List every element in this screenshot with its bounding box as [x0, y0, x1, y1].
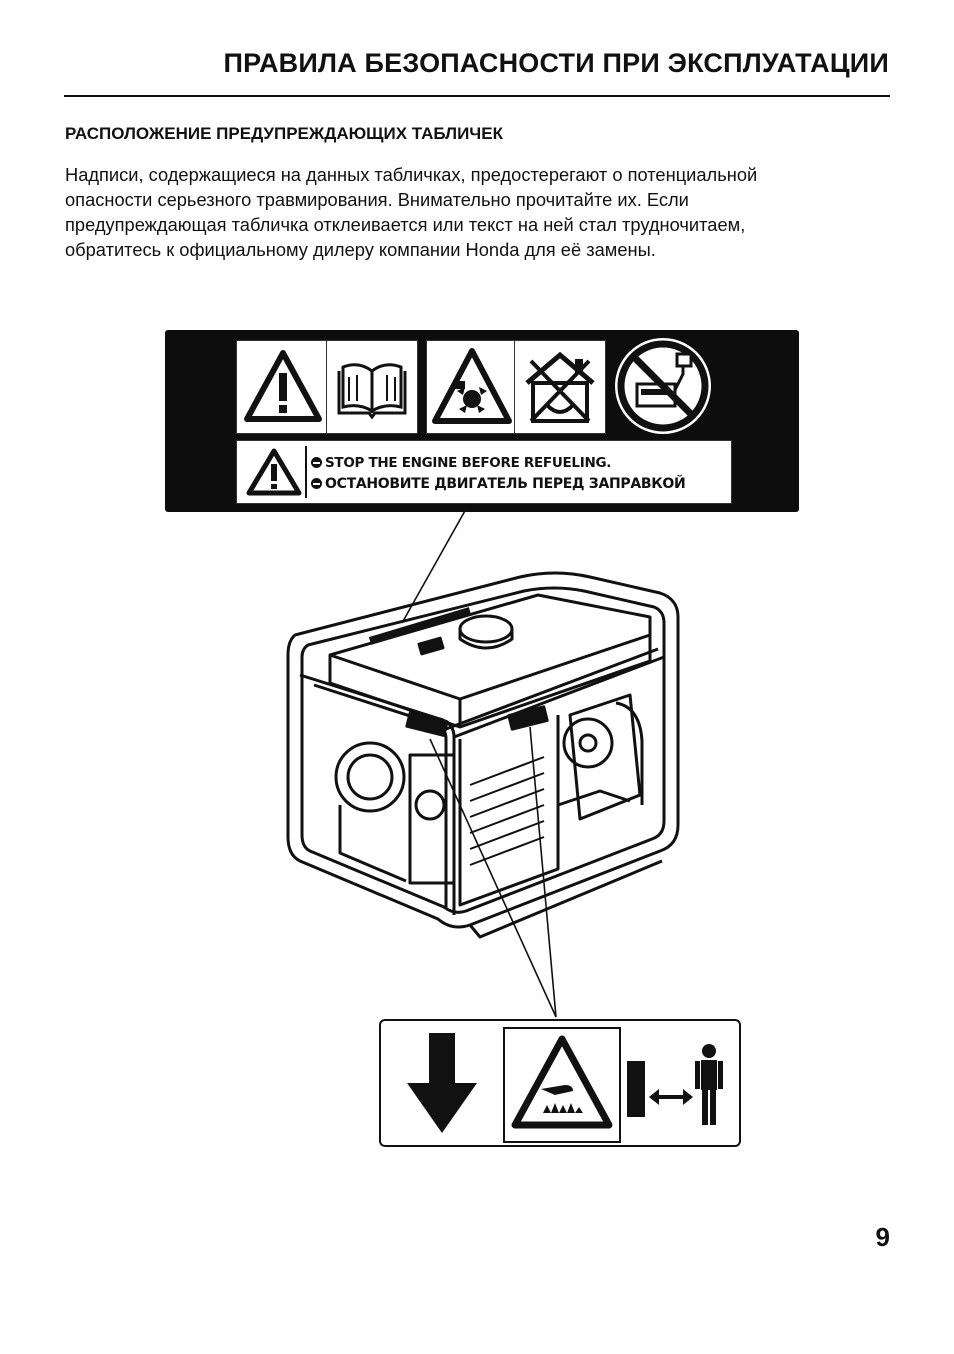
explosion-hazard-icon	[426, 340, 518, 434]
refuel-warning-text-en: STOP THE ENGINE BEFORE REFUELING.	[311, 455, 611, 471]
stop-bullet-icon	[311, 457, 322, 468]
page-header-title: ПРАВИЛА БЕЗОПАСНОСТИ ПРИ ЭКСПЛУАТАЦИИ	[223, 48, 889, 78]
warning-icon	[236, 340, 330, 434]
page-number: 9	[875, 1222, 890, 1252]
manual-book-icon	[326, 340, 418, 434]
warning-en-label: STOP THE ENGINE BEFORE REFUELING.	[325, 455, 612, 471]
warning-icon	[243, 446, 307, 498]
generator-illustration	[286, 508, 680, 1018]
no-cable-connection-icon	[611, 334, 715, 438]
refuel-warning-text-ru: ОСТАНОВИТЕ ДВИГАТЕЛЬ ПЕРЕД ЗАПРАВКОЙ	[311, 476, 686, 492]
no-indoor-use-icon	[514, 340, 606, 434]
keep-distance-icon	[621, 1027, 733, 1139]
body-line: предупреждающая табличка отклеивается ил…	[65, 214, 746, 235]
top-warning-label: STOP THE ENGINE BEFORE REFUELING. ОСТАНО…	[165, 330, 799, 512]
body-line: обратитесь к официальному дилеру компани…	[65, 239, 656, 260]
section-body: Надписи, содержащиеся на данных табличка…	[65, 162, 895, 262]
stop-bullet-icon	[311, 478, 322, 489]
bottom-warning-label	[379, 1019, 741, 1147]
body-line: Надписи, содержащиеся на данных табличка…	[65, 164, 758, 185]
warning-ru-label: ОСТАНОВИТЕ ДВИГАТЕЛЬ ПЕРЕД ЗАПРАВКОЙ	[325, 476, 686, 492]
down-arrow-icon	[381, 1021, 503, 1145]
hot-surface-warning-icon	[503, 1027, 621, 1143]
body-line: опасности серьезного травмирования. Вним…	[65, 189, 689, 210]
section-title: РАСПОЛОЖЕНИЕ ПРЕДУПРЕЖДАЮЩИХ ТАБЛИЧЕК	[65, 124, 503, 143]
refuel-warning-bar: STOP THE ENGINE BEFORE REFUELING. ОСТАНО…	[236, 440, 732, 504]
header-divider	[64, 95, 890, 97]
